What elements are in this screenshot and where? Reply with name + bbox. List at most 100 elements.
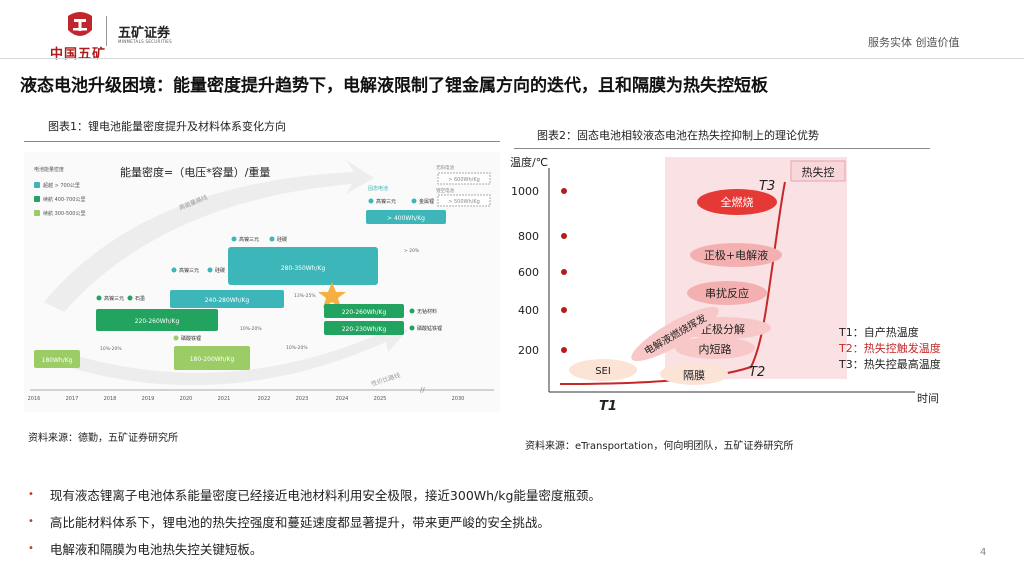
bar-7: [324, 321, 404, 335]
tag-dot-1: [96, 295, 102, 301]
tag-2: 石墨: [135, 296, 145, 302]
bar-2: [96, 309, 218, 331]
target-box-2: [437, 194, 491, 207]
tag-dot-5: [231, 236, 237, 242]
tag-10: 高镍三元: [376, 198, 396, 205]
x-tick-2024: 2024: [336, 396, 349, 402]
tag-4: 硅碳: [215, 267, 225, 274]
bullet-dot-icon: •: [28, 516, 34, 527]
event-separator-label: 隔膜: [683, 369, 705, 382]
bullet-text-1: 现有液态锂离子电池体系能量密度已经接近电池材料利用安全极限，接近300Wh/kg…: [49, 488, 601, 503]
tag-dot-9: [409, 325, 415, 331]
legend-item-2: 续航 400-700公里: [43, 196, 85, 203]
tag-dot-10: [368, 198, 374, 204]
figure1-energy-density-chart: 高能量路线 性价比路线 能量密度=（电压*容量）/重量 电池能量密度 超越 > …: [24, 152, 500, 412]
x-axis-label: 时间: [917, 392, 939, 405]
legend-swatch-3: [34, 210, 40, 216]
y-marker-200: [561, 347, 567, 353]
t1-marker: T1: [599, 399, 617, 414]
note-t1: T1：自产热温度: [838, 325, 919, 339]
event-sei: [569, 359, 637, 381]
t3-marker: T3: [759, 179, 775, 194]
x-tick-2030: 2030: [452, 396, 465, 402]
zone-label: 热失控: [802, 165, 835, 179]
company-logo-icon: [68, 12, 92, 36]
x-tick-2017: 2017: [66, 396, 79, 402]
target-label-1: 无阳电池: [436, 164, 454, 171]
event-sei-label: SEI: [595, 366, 611, 377]
tag-dot-6: [269, 236, 275, 242]
tag-dot-8: [409, 308, 415, 314]
bar-7-label: 220-230Wh/Kg: [342, 326, 387, 333]
bar-2-label: 220-260Wh/Kg: [135, 318, 180, 325]
temperature-curve: [559, 181, 786, 385]
tag-dot-3: [171, 267, 177, 273]
event-short-circuit: [675, 337, 755, 359]
event-cathode-electrolyte-label: 正极+电解液: [704, 248, 768, 262]
y-marker-800: [561, 233, 567, 239]
page-title: 液态电池升级困境：能量密度提升趋势下，电解液限制了锂金属方向的迭代，且和隔膜为热…: [20, 76, 768, 96]
event-cathode-decomp-label: 正极分解: [701, 322, 745, 336]
figure1-caption-rule: [24, 141, 500, 142]
figure1-source: 资料来源：德勤，五矿证券研究所: [28, 433, 178, 444]
value-route-arrow: [64, 322, 408, 386]
figure2-source: 资料来源：eTransportation，何向明团队，五矿证券研究所: [525, 441, 794, 452]
event-full-combustion: [697, 189, 777, 215]
bullet-item-2: • 高比能材料体系下，锂电池的热失控强度和蔓延速度都显著提升，带来更严峻的安全挑战…: [28, 508, 601, 535]
bullet-item-1: •现有液态锂离子电池体系能量密度已经接近电池材料利用安全极限，接近300Wh/k…: [28, 481, 601, 508]
t2-marker: T2: [749, 365, 765, 380]
securities-name-en: MINMETALS SECURITIES: [118, 39, 172, 44]
energy-density-formula: 能量密度=（电压*容量）/重量: [120, 165, 270, 179]
bar-5: [228, 247, 378, 285]
event-separator: [660, 363, 728, 385]
bar-3-label: 240-280Wh/Kg: [205, 297, 250, 304]
target-label-2: 锂空电池: [436, 187, 454, 194]
y-tick-1000: 1000: [511, 185, 539, 198]
event-cathode-electrolyte: [690, 243, 782, 267]
y-tick-800: 800: [518, 230, 539, 243]
legend-title: 电池能量密度: [34, 166, 64, 173]
pct-1: 10%-20%: [100, 346, 122, 352]
figure2-caption: 图表2：固态电池相较液态电池在热失控抑制上的理论优势: [537, 129, 819, 142]
bar-6: [324, 304, 404, 318]
tag-8: 无钴材料: [417, 308, 437, 315]
tag-1: 高镍三元: [104, 295, 124, 302]
legend-item-3: 续航 300-500公里: [43, 210, 85, 217]
slogan: 服务实体 创造价值: [868, 36, 960, 49]
tag-5: 高镍三元: [239, 236, 259, 243]
bullet-text-2: 高比能材料体系下，锂电池的热失控强度和蔓延速度都显著提升，带来更严峻的安全挑战。: [49, 515, 550, 530]
event-crosstalk: [687, 281, 767, 305]
x-tick-2016: 2016: [28, 396, 41, 402]
zone-label-box: [790, 160, 846, 182]
tag-dot-11: [411, 198, 417, 204]
bar-1-label: 180Wh/Kg: [42, 357, 73, 364]
note-t3: T3：热失控最高温度: [838, 357, 941, 371]
x-tick-2021: 2021: [218, 396, 231, 402]
target-value-2: > 500Wh/Kg: [448, 199, 480, 205]
tag-3: 高镍三元: [179, 267, 199, 274]
pct-3: 13%-25%: [294, 293, 316, 299]
bar-1: [34, 350, 80, 368]
y-marker-600: [561, 269, 567, 275]
tag-6: 硅碳: [277, 236, 287, 243]
bar-4-label: 180-200Wh/Kg: [190, 356, 235, 363]
tag-9: 磷酸锰铁锂: [417, 325, 442, 332]
figure2-thermal-runaway-diagram: 热失控 温度/℃ 时间 1000 800 600 400 200 SEI 隔膜 …: [510, 155, 941, 414]
star-marker-icon: [318, 282, 346, 308]
legend-swatch-1: [34, 182, 40, 188]
bullet-dot-icon: •: [28, 543, 34, 554]
logo-divider: [106, 16, 107, 46]
pct-4: 10%-20%: [286, 345, 308, 351]
legend-swatch-2: [34, 196, 40, 202]
figure1-caption: 图表1：锂电池能量密度提升及材料体系变化方向: [48, 120, 286, 133]
securities-name: 五矿证券: [118, 26, 171, 41]
tag-dot-4: [207, 267, 213, 273]
event-short-circuit-label: 内短路: [699, 342, 732, 356]
y-marker-400: [561, 307, 567, 313]
high-energy-route-arrow: [44, 160, 374, 312]
figure2-caption-rule: [514, 148, 930, 149]
bar-8-label: > 400Wh/Kg: [387, 215, 425, 222]
bar-4: [174, 346, 250, 370]
target-value-1: > 600Wh/Kg: [448, 177, 480, 183]
tag-dot-7: [173, 335, 179, 341]
